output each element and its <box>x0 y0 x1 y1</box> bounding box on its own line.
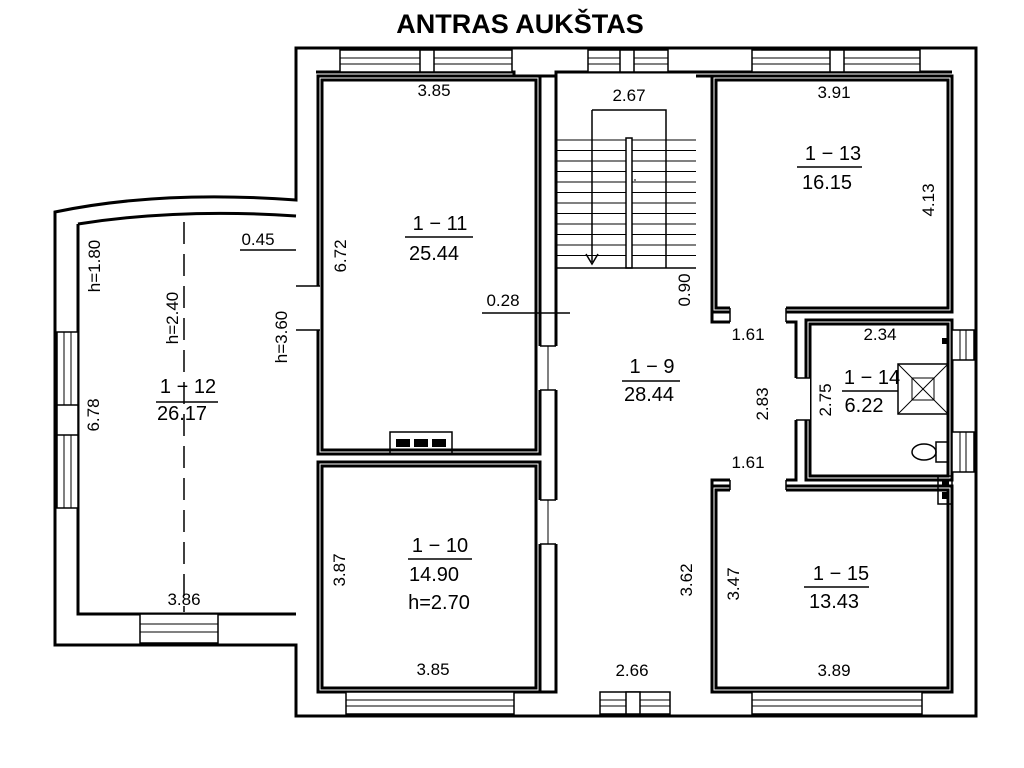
dim-r13-top: 3.91 <box>817 83 850 102</box>
dim-r15-side: 3.47 <box>724 567 743 600</box>
windows <box>56 49 975 715</box>
dim-028: 0.28 <box>486 291 519 310</box>
dim-r11-side: 6.72 <box>331 239 350 272</box>
dim-045: 0.45 <box>241 230 274 249</box>
dim-r15-bottom: 3.89 <box>817 661 850 680</box>
room-1-13-area: 16.15 <box>802 172 852 194</box>
room-1-15-area: 13.43 <box>809 591 859 613</box>
dimension-lines <box>156 166 898 612</box>
room-1-9-id: 1 − 9 <box>629 356 674 378</box>
room-1-11-id: 1 − 11 <box>413 213 468 235</box>
dim-r14-top: 2.34 <box>863 325 896 344</box>
room-1-11-area: 25.44 <box>409 243 459 265</box>
plan-title: ANTRAS AUKŠTAS <box>396 8 644 39</box>
dim-r9-side-right: 2.83 <box>753 387 772 420</box>
dim-r10-bottom: 3.85 <box>416 660 449 679</box>
dim-r12-h2: h=2.40 <box>163 292 182 344</box>
room-1-10-height: h=2.70 <box>408 592 470 614</box>
room-1-14-id: 1 − 14 <box>844 367 900 389</box>
room-1-15-id: 1 − 15 <box>813 563 869 585</box>
dim-r12-h1: h=1.80 <box>85 240 104 292</box>
dim-r10-side: 3.87 <box>330 553 349 586</box>
dim-r12-bottom: 3.86 <box>167 590 200 609</box>
room-1-12-id: 1 − 12 <box>160 376 216 398</box>
room-1-13-id: 1 − 13 <box>805 143 861 165</box>
staircase <box>556 109 696 269</box>
dim-stair-top: 2.67 <box>612 86 645 105</box>
dim-r12-side: 6.78 <box>84 398 103 431</box>
dim-stair-090: 0.90 <box>675 273 694 306</box>
room-1-10-area: 14.90 <box>409 564 459 586</box>
dim-r9-bottom: 2.66 <box>615 661 648 680</box>
dimension-labels: 3.85 6.72 h=3.60 0.45 0.28 h=1.80 h=2.40… <box>84 81 938 680</box>
dim-r13-bottom: 1.61 <box>731 325 764 344</box>
ventilation <box>937 475 953 505</box>
dim-r11-top: 3.85 <box>417 81 450 100</box>
room-1-9-area: 28.44 <box>624 384 674 406</box>
dim-r15-top: 1.61 <box>731 453 764 472</box>
dim-r13-side: 4.13 <box>919 183 938 216</box>
room-1-14-area: 6.22 <box>845 395 884 417</box>
doors <box>294 285 810 545</box>
dim-r9-side-bottom: 3.62 <box>677 563 696 596</box>
dim-r14-side: 2.75 <box>816 383 835 416</box>
room-labels: 1 − 11 25.44 1 − 12 26.17 1 − 10 14.90 h… <box>157 143 900 614</box>
shower <box>897 363 949 415</box>
room-1-10-id: 1 − 10 <box>412 535 468 557</box>
fireplace <box>389 431 453 455</box>
room-1-12-area: 26.17 <box>157 403 207 425</box>
toilet <box>911 338 949 463</box>
dim-r11-height: h=3.60 <box>272 311 291 363</box>
